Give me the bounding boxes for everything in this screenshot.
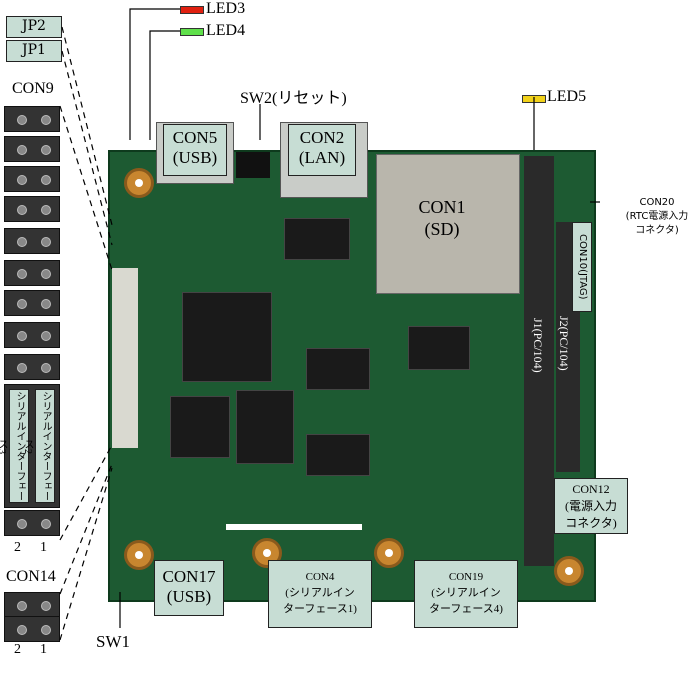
con17-box: CON17 (USB): [154, 560, 224, 616]
lan-transformer: [284, 218, 350, 260]
con14-pin1-label: 1: [40, 642, 47, 657]
j1-label: J1(PC/104): [531, 318, 545, 373]
con9-pin-row: [4, 260, 60, 286]
j2-label: J2(PC/104): [557, 316, 571, 371]
memory-chip: [236, 390, 294, 464]
led4-label: LED4: [206, 22, 246, 39]
con20-title: CON20: [639, 197, 675, 208]
mounting-hole: [252, 538, 282, 568]
cpu-chip: [182, 292, 272, 382]
con20-label: CON20 (RTC電源入力 コネクタ): [612, 196, 699, 238]
con12-box: CON12 (電源入力 コネクタ): [554, 478, 628, 534]
con9-pin-row: [4, 228, 60, 254]
con9-pin-row: [4, 136, 60, 162]
led5-label: LED5: [547, 88, 587, 105]
con4-subtitle: (シリアルイン: [285, 587, 355, 599]
white-strip: [226, 524, 362, 530]
con9-pin2-label: 2: [14, 540, 21, 555]
mounting-hole: [554, 556, 584, 586]
con9-serial3-label: シリアルインターフェース3: [0, 389, 29, 503]
reset-button-body: [236, 152, 270, 178]
con5-title: CON5: [172, 128, 218, 147]
con9-pin-row: [4, 322, 60, 348]
con20-subtitle: (RTC電源入力: [625, 211, 689, 222]
con4-subtitle2: ターフェース1): [283, 603, 357, 615]
mounting-hole: [124, 540, 154, 570]
mounting-hole: [124, 168, 154, 198]
con19-title: CON19: [448, 571, 484, 583]
con12-subtitle: (電源入力: [565, 499, 617, 513]
con19-subtitle: (シリアルイン: [431, 587, 501, 599]
con9-pin-row: [4, 196, 60, 222]
con14-pin2-label: 2: [14, 642, 21, 657]
con14-pin-row: [4, 616, 60, 642]
con14-label: CON14: [6, 568, 56, 585]
con1-subtitle: (SD): [424, 219, 460, 239]
sw2-label: SW2(リセット): [240, 90, 347, 107]
sd-slot: [376, 154, 520, 294]
con12-subtitle2: コネクタ): [565, 516, 617, 530]
led4-indicator: [180, 28, 204, 36]
con5-subtitle: (USB): [172, 148, 218, 167]
con17-title: CON17: [162, 567, 216, 586]
con9-pin-row: [4, 290, 60, 316]
con5-box: CON5 (USB): [163, 124, 227, 176]
con9-pin-row: [4, 166, 60, 192]
led3-label: LED3: [206, 0, 246, 17]
con2-box: CON2 (LAN): [288, 124, 356, 176]
con17-subtitle: (USB): [166, 587, 212, 606]
con4-box: CON4 (シリアルイン ターフェース1): [268, 560, 372, 628]
con9-pin-row: [4, 510, 60, 536]
j1-header: [524, 156, 554, 566]
con2-title: CON2: [299, 128, 345, 147]
con9-pin1-label: 1: [40, 540, 47, 555]
con2-subtitle: (LAN): [298, 148, 346, 167]
con4-title: CON4: [305, 571, 335, 583]
con20-subtitle2: コネクタ): [635, 225, 679, 236]
con10-label: CON10(JTAG): [572, 222, 592, 312]
con9-pin-row: [4, 106, 60, 132]
jp2-label-box: JP2: [6, 16, 62, 38]
led3-indicator: [180, 6, 204, 14]
con1-label: CON1 (SD): [412, 196, 472, 240]
con19-box: CON19 (シリアルイン ターフェース4): [414, 560, 518, 628]
memory-chip: [170, 396, 230, 458]
uart-chip: [306, 348, 370, 390]
con19-subtitle2: ターフェース4): [429, 603, 503, 615]
uart-chip: [306, 434, 370, 476]
con9-serial-panel: シリアルインターフェース3 シリアルインターフェース2: [0, 384, 60, 508]
mounting-hole: [374, 538, 404, 568]
con12-title: CON12: [572, 482, 610, 496]
jp1-label-box: JP1: [6, 40, 62, 62]
con9-serial2-label: シリアルインターフェース2: [22, 389, 55, 503]
con1-title: CON1: [418, 197, 466, 217]
uart-chip: [408, 326, 470, 370]
pcb-board: [108, 122, 596, 602]
con9-label: CON9: [12, 80, 54, 97]
con9-pin-row: [4, 354, 60, 380]
sw1-label: SW1: [96, 632, 130, 651]
con9-board-header: [112, 268, 138, 448]
con14-pin-row: [4, 592, 60, 618]
